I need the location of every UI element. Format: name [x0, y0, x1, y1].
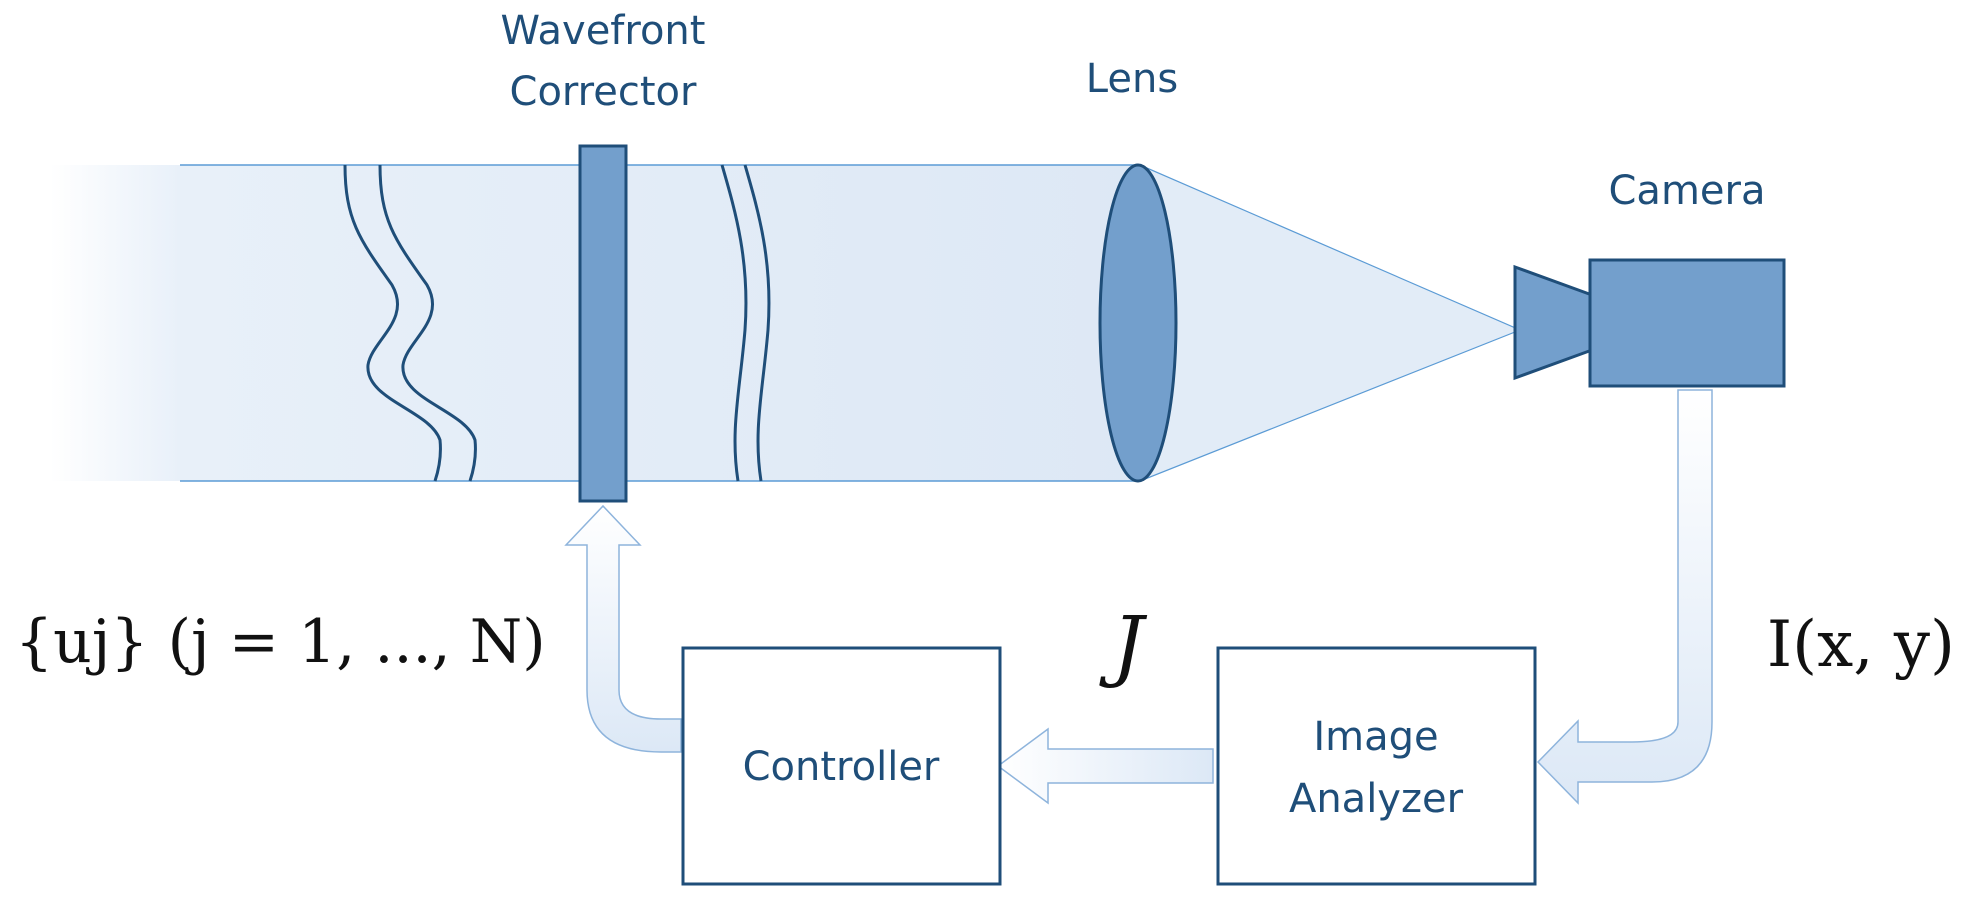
- camera-label: Camera: [1609, 168, 1766, 214]
- wavefront-corrector-label-line1: Wavefront: [501, 8, 706, 54]
- controller-box: [681, 646, 1002, 886]
- focused-beam-cone: [1139, 164, 1522, 482]
- image-analyzer-label-line1: Image: [1313, 714, 1438, 760]
- image-intensity-label: I(x, y): [1767, 608, 1955, 682]
- wavefront-corrector: [578, 144, 628, 503]
- controller-to-corrector-arrow: [564, 504, 682, 753]
- camera-to-analyzer-arrow: [1536, 389, 1713, 805]
- analyzer-to-controller-arrow: [996, 727, 1214, 805]
- image-analyzer-box: [1216, 646, 1537, 886]
- lens: [1098, 163, 1178, 483]
- controller-label: Controller: [743, 744, 940, 790]
- distorted-wavefront: [343, 164, 477, 482]
- lens-label: Lens: [1086, 56, 1178, 102]
- camera-objective: [1513, 264, 1594, 381]
- control-signals-label: {uj} (j = 1, ..., N): [15, 607, 546, 677]
- cost-metric-label: J: [1098, 601, 1147, 691]
- image-analyzer-label-line2: Analyzer: [1289, 776, 1464, 822]
- camera-body: [1588, 258, 1786, 388]
- camera: [1513, 258, 1786, 388]
- wavefront-corrector-label-line2: Corrector: [510, 69, 697, 115]
- corrected-wavefront: [720, 164, 771, 482]
